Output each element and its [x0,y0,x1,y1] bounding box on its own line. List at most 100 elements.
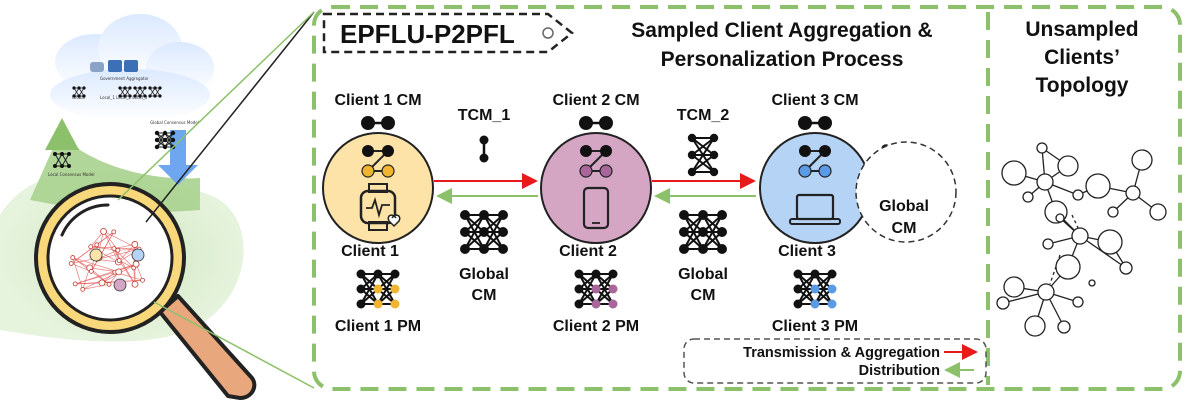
cloud-local-net-1-icon [118,86,132,98]
topology-node [1036,173,1054,191]
topology-node [996,296,1010,310]
right-title-line-2: Clients’ [1044,46,1120,69]
topology-node [1119,261,1133,275]
topology-node [1072,189,1084,201]
global-cm-bubble-line-2: CM [892,220,917,237]
topology-node [1057,320,1071,334]
zoom-line-top [145,11,315,223]
left-illustration: Government Aggregator Global Local_1 Loc… [0,14,257,400]
global-cm-label-2-line-2: CM [691,287,716,304]
server-icon [90,60,138,72]
cloud-network-icons [53,86,176,168]
tcm-2-icon [687,133,719,177]
title-tag: EPFLU-P2PFL [322,12,575,54]
global-cm-icon-2 [679,210,727,254]
topology-node [1001,160,1027,186]
client-pm-icon [574,269,618,309]
topology-node [1022,191,1034,203]
laptop-icon [789,193,841,225]
panel-title-line-2: Personalization Process [661,48,904,71]
topology-dashed-edge [1049,254,1061,285]
client-model-icon [361,145,395,178]
topology-node [1149,203,1167,221]
global-cm-label-1-line-1: Global [459,266,509,283]
global-cm-label-2-line-1: Global [678,266,728,283]
smartphone-icon [582,186,610,230]
cloud-global-net-icon [72,86,86,98]
global-cm-label-1-line-2: CM [472,287,497,304]
client-circle [759,132,871,244]
topology-node [1037,283,1055,301]
topology-node [1036,142,1048,154]
global-cm-icon-1 [460,210,508,254]
client-model-icon [579,145,613,178]
topology-node [1042,238,1054,250]
client-cm-label: Client 2 CM [552,92,639,109]
global-cm-bubble-line-1: Global [879,198,929,215]
topology-node [1071,227,1089,245]
topology-node [1024,315,1046,337]
client-model-icon [798,145,832,178]
topology-node [1055,213,1065,223]
topology-node [1085,173,1111,199]
legend: Transmission & Aggregation Distribution [683,338,987,384]
smartwatch-icon [359,183,401,231]
legend-distribution-label: Distribution [859,363,940,379]
unsampled-topology [996,142,1167,337]
topology-node [1125,185,1141,201]
download-arrow [158,130,198,185]
cloud-formula-terms: Local_1 Local_2 Local_3 [100,95,148,100]
topology-node [1072,296,1084,308]
mini-network [68,227,145,292]
local-model-label: Local Consensus Model [48,172,94,177]
client-cm-label: Client 3 CM [771,92,858,109]
client-name: Client 2 [559,243,617,260]
client-2: Client 2 CM Client 2 Client 2 PM [540,92,652,335]
tcm-label-2: TCM_2 [677,107,730,124]
legend-box [683,338,987,384]
client-cm-icon [579,116,613,130]
cloud-header: Government Aggregator [100,76,149,81]
tcm-1-icon [479,135,489,163]
client-pm-icon [793,269,837,309]
topology-node [1003,276,1025,298]
tcm-icons [479,133,719,177]
local-consensus-net-icon [53,152,71,168]
topology-node [1097,229,1123,255]
client-1: Client 1 CM Client 1 Client 1 PM [322,92,434,335]
client-pm-icon [356,269,400,309]
cloud-formula-label: Global [72,95,85,100]
topology-node [1088,279,1096,287]
tcm-label-1: TCM_1 [458,107,511,124]
right-title-line-1: Unsampled [1025,18,1138,41]
client-cm-icon [798,116,832,130]
client-pm-label: Client 2 PM [553,318,639,335]
upload-arrow-head [45,118,79,150]
global-model-label: Global Consensus Model [150,120,199,125]
right-title-line-3: Topology [1036,74,1129,97]
cloud-local-net-3-icon [148,86,162,98]
global-cm-bubble [855,141,957,243]
client-name: Client 1 [341,243,399,260]
panel-title-line-1: Sampled Client Aggregation & [631,19,932,42]
client-pm-label: Client 1 PM [335,318,421,335]
topology-node [1055,254,1081,280]
zoom-line-green [117,11,315,201]
global-consensus-net-icon [154,130,176,150]
client-cm-label: Client 1 CM [334,92,421,109]
topology-node [1057,155,1079,177]
zoom-line-bottom [153,301,315,389]
client-circle [322,132,434,244]
clients: Client 1 CM Client 1 Client 1 PM Client 2 C… [322,92,871,335]
legend-transmission-label: Transmission & Aggregation [743,345,940,361]
topology-node [1107,206,1119,218]
client-3: Client 3 CM Client 3 Client 3 PM [759,92,871,335]
client-name: Client 3 [778,243,836,260]
topology-node [1131,149,1153,171]
cloud-local-net-2-icon [133,86,147,98]
client-pm-label: Client 3 PM [772,318,858,335]
client-cm-icon [361,116,395,130]
title: EPFLU-P2PFL [340,19,515,49]
